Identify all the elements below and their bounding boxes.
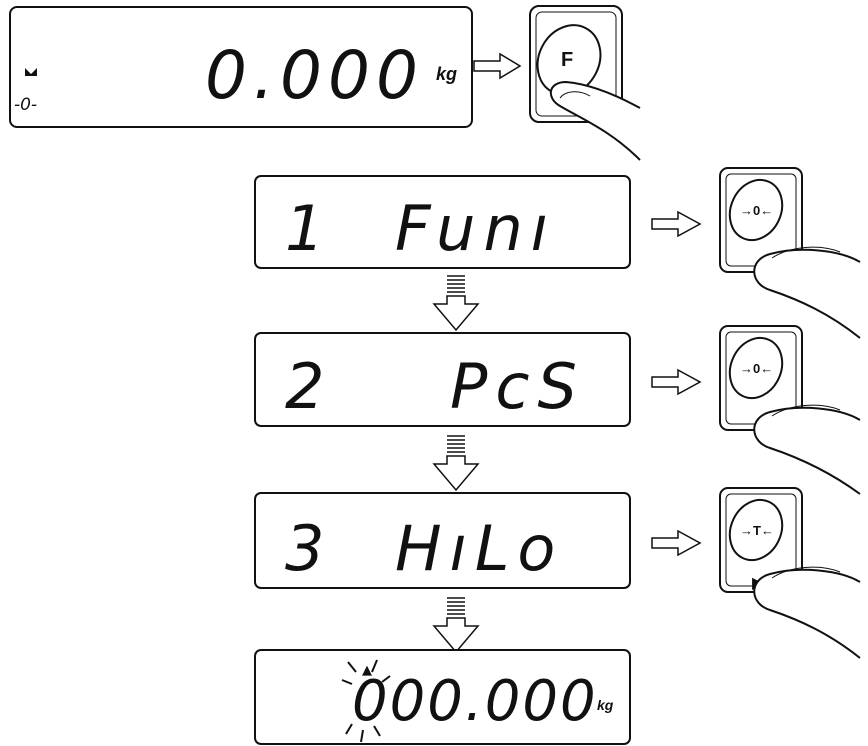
- stable-indicator-icon: [25, 68, 37, 76]
- cursor-indicator: ▲: [362, 663, 372, 678]
- zero-key-label: →0←: [740, 203, 773, 218]
- setpoint-readout: 000.000: [352, 669, 598, 734]
- tare-key-label: →T←: [740, 523, 774, 538]
- zero-indicator: -0-: [14, 95, 37, 115]
- weight-readout: 0.000: [205, 37, 424, 114]
- tare-key-button[interactable]: →T← ▶: [719, 487, 803, 593]
- down-arrow-icon: [432, 435, 480, 492]
- lcd-display-step-1: 1 Funı: [254, 175, 631, 269]
- lcd-display-step-3: 3 HıLo: [254, 492, 631, 589]
- menu-number-3: 3: [285, 512, 324, 585]
- menu-number-2: 2: [285, 350, 324, 423]
- right-arrow-icon: [651, 529, 702, 557]
- lcd-display-bottom: ▲ 000.000 kg: [254, 649, 631, 745]
- down-arrow-icon: [432, 597, 480, 654]
- lcd-display-step-2: 2 PcS: [254, 332, 631, 427]
- zero-key-label: →0←: [740, 361, 773, 376]
- finger-icon: [550, 80, 641, 161]
- lcd-display-top: -0- 0.000 kg: [9, 6, 473, 128]
- down-arrow-icon: [432, 275, 480, 332]
- finger-icon: [753, 246, 861, 339]
- unit-label: kg: [436, 64, 457, 84]
- f-key-label: F: [561, 49, 573, 71]
- blink-rays-icon: [341, 659, 391, 743]
- menu-number-1: 1: [285, 192, 324, 265]
- right-arrow-icon: [473, 52, 522, 80]
- finger-icon: [753, 566, 861, 659]
- unit-label: kg: [597, 697, 614, 713]
- right-arrow-icon: [651, 210, 702, 238]
- right-arrow-icon: [651, 368, 702, 396]
- menu-name-1: Funı: [395, 192, 556, 265]
- finger-icon: [753, 404, 861, 495]
- menu-name-3: HıLo: [395, 512, 563, 585]
- menu-name-2: PcS: [450, 350, 585, 423]
